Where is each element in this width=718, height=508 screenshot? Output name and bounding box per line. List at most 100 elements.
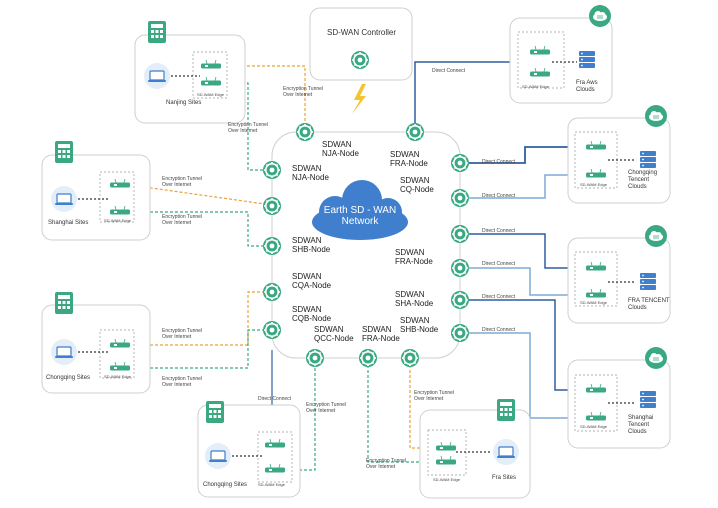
- chongqing-bottom-site-card: [197, 404, 301, 498]
- node-gear-icon[interactable]: [405, 122, 425, 142]
- fra-site-card: [419, 409, 531, 499]
- node-gear-icon[interactable]: [450, 224, 470, 244]
- node-gear-icon[interactable]: [358, 348, 378, 368]
- link-fra-tencent-direct-1: [460, 233, 585, 269]
- laptop-icon: [204, 442, 232, 470]
- link-label-enc-tunnel: Encryption Tunnel Over Internet: [162, 328, 203, 340]
- link-label-enc-tunnel: Encryption Tunnel Over Internet: [162, 176, 203, 188]
- node-gear-icon[interactable]: [305, 348, 325, 368]
- node-label-cqa-left: SDWAN CQA-Node: [292, 272, 332, 290]
- link-fra-tencent-direct-2: [460, 267, 585, 296]
- laptop-icon: [50, 185, 78, 213]
- controller-gear-icon: [350, 50, 370, 70]
- cloud-icon: [644, 104, 668, 128]
- site-label-fra: Fra Sites: [492, 475, 517, 481]
- laptop-icon: [492, 438, 520, 466]
- edge-label: SD-WAM Edge: [104, 374, 131, 379]
- link-sh-tencent-direct-2: [460, 332, 585, 419]
- link-label-direct-connect: Direct Connect: [482, 193, 516, 199]
- link-label-direct-connect: Direct Connect: [482, 327, 516, 333]
- link-label-enc-tunnel: Encryption Tunnel Over Internet: [162, 214, 203, 226]
- chongqing-left-site-card: [41, 304, 151, 394]
- edge-label: SD-WAM Edge: [580, 300, 607, 305]
- link-cq-tencent-direct-1: [460, 146, 585, 164]
- lightning-icon: [352, 84, 366, 114]
- node-gear-icon[interactable]: [262, 320, 282, 340]
- site-label-chongqing-bottom: Chongqing Sites: [203, 482, 248, 488]
- node-gear-icon[interactable]: [262, 282, 282, 302]
- chongqing-tencent-cloud-card: [567, 117, 671, 204]
- node-label-nja-left: SDWAN NJA-Node: [292, 164, 329, 182]
- node-label-qcc-bottom: SDWAN QCC-Node: [314, 325, 354, 343]
- link-chongqing-left-tunnel-green: [130, 329, 272, 369]
- link-label-enc-tunnel: Encryption Tunnel Over Internet: [283, 86, 324, 98]
- link-sh-tencent-direct-1: [460, 299, 585, 391]
- node-gear-icon[interactable]: [262, 196, 282, 216]
- shanghai-tencent-cloud-card: [567, 359, 671, 449]
- edge-label: SD-WAM Edge: [433, 477, 460, 482]
- site-label-shanghai: Shanghai Sites: [48, 220, 89, 226]
- calculator-icon: [148, 21, 166, 43]
- core-network-title: Earth SD - WAN Network: [323, 205, 397, 227]
- fra-aws-cloud-card: [509, 17, 613, 104]
- calculator-icon: [55, 141, 73, 163]
- edge-label: SD-WAM Edge: [258, 482, 285, 487]
- cloud-label-fra-aws: Fra Aws Clouds: [576, 80, 598, 93]
- cloud-icon: [644, 346, 668, 370]
- node-label-cqb-left: SDWAN CQB-Node: [292, 305, 332, 323]
- node-gear-icon[interactable]: [450, 290, 470, 310]
- cloud-label-chongqing-tencent: Chongqing Tencent Clouds: [628, 170, 658, 190]
- node-gear-icon[interactable]: [295, 122, 315, 142]
- node-gear-icon[interactable]: [262, 160, 282, 180]
- link-label-direct-connect: Direct Connect: [482, 159, 516, 165]
- node-gear-icon[interactable]: [450, 323, 470, 343]
- link-nanjing-tunnel-orange: [222, 65, 306, 132]
- edge-label: SD-WAM Edge: [104, 218, 131, 223]
- cloud-icon: [588, 4, 612, 28]
- link-label-enc-tunnel: Encryption Tunnel Over Internet: [228, 122, 269, 134]
- calculator-icon: [206, 401, 224, 423]
- link-fra-aws-direct: [414, 61, 528, 125]
- server-icon: [640, 273, 656, 290]
- fra-tencent-cloud-card: [567, 237, 671, 324]
- link-label-direct-connect: Direct Connect: [258, 396, 292, 402]
- shanghai-site-card: [41, 154, 151, 241]
- node-gear-icon[interactable]: [450, 188, 470, 208]
- site-label-nanjing: Nanjing Sites: [166, 100, 202, 106]
- edge-label: SD-WAM Edge: [580, 182, 607, 187]
- node-label-fra-top: SDWAN FRA-Node: [390, 150, 428, 168]
- edge-label: SD-WAM Edge: [197, 92, 224, 97]
- link-label-direct-connect: Direct Connect: [432, 68, 466, 74]
- edge-box: [257, 431, 293, 483]
- cloud-label-shanghai-tencent: Shanghai Tencent Clouds: [628, 415, 654, 435]
- node-gear-icon[interactable]: [400, 348, 420, 368]
- link-label-direct-connect: Direct Connect: [482, 228, 516, 234]
- node-gear-icon[interactable]: [450, 153, 470, 173]
- link-label-enc-tunnel: Encryption Tunnel Over Internet: [366, 458, 407, 470]
- edge-label: SD-WAM Edge: [522, 84, 549, 89]
- node-label-cq-right: SDWAN CQ-Node: [400, 176, 434, 194]
- node-gear-icon[interactable]: [450, 258, 470, 278]
- cloud-icon: [644, 224, 668, 248]
- link-shanghai-tunnel-orange: [129, 184, 273, 206]
- calculator-icon: [497, 399, 515, 421]
- edge-box: [574, 251, 618, 307]
- link-label-enc-tunnel: Encryption Tunnel Over Internet: [414, 390, 455, 402]
- controller-box: [309, 7, 413, 81]
- node-label-sha-right: SDWAN SHA-Node: [395, 290, 434, 308]
- node-label-shb-right: SDWAN SHB-Node: [400, 316, 439, 334]
- node-label-fra-bottom: SDWAN FRA-Node: [362, 325, 400, 343]
- node-gear-icon[interactable]: [262, 236, 282, 256]
- server-icon: [640, 391, 656, 408]
- server-icon: [640, 151, 656, 168]
- link-fra-sites-tunnel-green: [367, 360, 430, 463]
- node-label-nja-top: SDWAN NJA-Node: [322, 140, 359, 158]
- link-label-enc-tunnel: Encryption Tunnel Over Internet: [306, 402, 347, 414]
- edge-label: SD-WAM Edge: [580, 424, 607, 429]
- node-label-shb-left: SDWAN SHB-Node: [292, 236, 331, 254]
- site-label-chongqing-left: Chongqing Sites: [46, 375, 91, 381]
- link-cq-tencent-direct-2: [460, 174, 585, 199]
- link-label-direct-connect: Direct Connect: [482, 294, 516, 300]
- calculator-icon: [55, 292, 73, 314]
